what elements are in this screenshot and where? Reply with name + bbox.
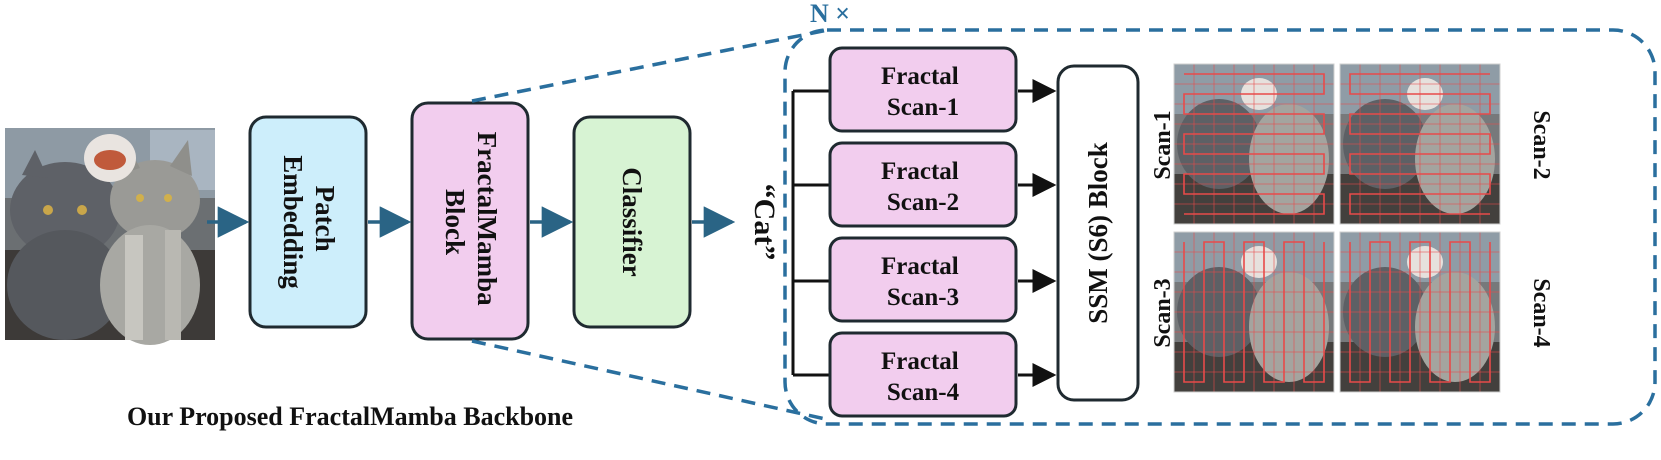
fractalmamba-block-label-2: Block — [440, 189, 470, 255]
scan-2-label: Scan-2 — [1528, 110, 1554, 179]
scan-to-ssm-arrows — [1018, 79, 1057, 387]
svg-text:FractalMamba Block: FractalMamba Block — [440, 132, 502, 313]
branch-lines — [791, 89, 830, 377]
scan-grid-icon — [1173, 231, 1335, 393]
fractal-scan-1-box: Fractal Scan-1 — [828, 46, 1018, 133]
fractal-scan-2-box: Fractal Scan-2 — [828, 141, 1018, 228]
repeat-label: N × — [810, 0, 850, 28]
fractal-scan-4-line2: Scan-4 — [887, 379, 960, 406]
fractal-scan-3-line2: Scan-3 — [887, 284, 959, 311]
fractal-scan-1-line1: Fractal — [881, 63, 959, 90]
cat-photo-icon — [5, 128, 215, 345]
figure-caption: Our Proposed FractalMamba Backbone — [126, 402, 574, 431]
classifier-box: Classifier — [572, 115, 692, 329]
svg-text:Classifier: Classifier — [617, 167, 647, 276]
fractalmamba-block-label-1: FractalMamba — [472, 132, 502, 306]
fractal-scan-3-box: Fractal Scan-3 — [828, 236, 1018, 323]
scan-visualizations — [1173, 63, 1501, 393]
scan-1-label: Scan-1 — [1150, 110, 1176, 179]
svg-text:Fractal Scan-2: Fractal Scan-2 — [881, 158, 965, 216]
patch-embedding-label-2: Embedding — [278, 155, 308, 289]
svg-text:Fractal Scan-3: Fractal Scan-3 — [881, 253, 965, 311]
classifier-label: Classifier — [617, 167, 647, 276]
scan-3-label: Scan-3 — [1150, 278, 1176, 347]
fractal-scan-2-line2: Scan-2 — [887, 189, 959, 216]
svg-text:Fractal Scan-4: Fractal Scan-4 — [881, 348, 965, 406]
fractal-scan-4-box: Fractal Scan-4 — [828, 331, 1018, 418]
detail-container — [783, 28, 1657, 426]
fractalmamba-block-box: FractalMamba Block — [410, 101, 530, 341]
fractal-scan-2-line1: Fractal — [881, 158, 959, 185]
ssm-block-box: SSM (S6) Block — [1056, 64, 1140, 402]
fractal-scan-4-line1: Fractal — [881, 348, 959, 375]
scan-grid-icon — [1339, 231, 1501, 393]
output-label: “Cat” — [748, 184, 781, 261]
scan-grid-icon — [1339, 63, 1501, 225]
patch-embedding-label-1: Patch — [310, 186, 340, 252]
scan-grid-icon — [1173, 63, 1335, 225]
svg-text:SSM (S6) Block: SSM (S6) Block — [1083, 142, 1113, 324]
zoom-lines — [471, 28, 831, 422]
scan-4-label: Scan-4 — [1528, 278, 1554, 347]
ssm-block-label: SSM (S6) Block — [1083, 142, 1113, 324]
fractal-scan-1-line2: Scan-1 — [887, 94, 959, 121]
patch-embedding-box: Patch Embedding — [248, 115, 368, 329]
svg-text:Fractal Scan-1: Fractal Scan-1 — [881, 63, 965, 121]
fractal-scan-3-line1: Fractal — [881, 253, 959, 280]
svg-text:Patch Embedding: Patch Embedding — [278, 155, 340, 289]
